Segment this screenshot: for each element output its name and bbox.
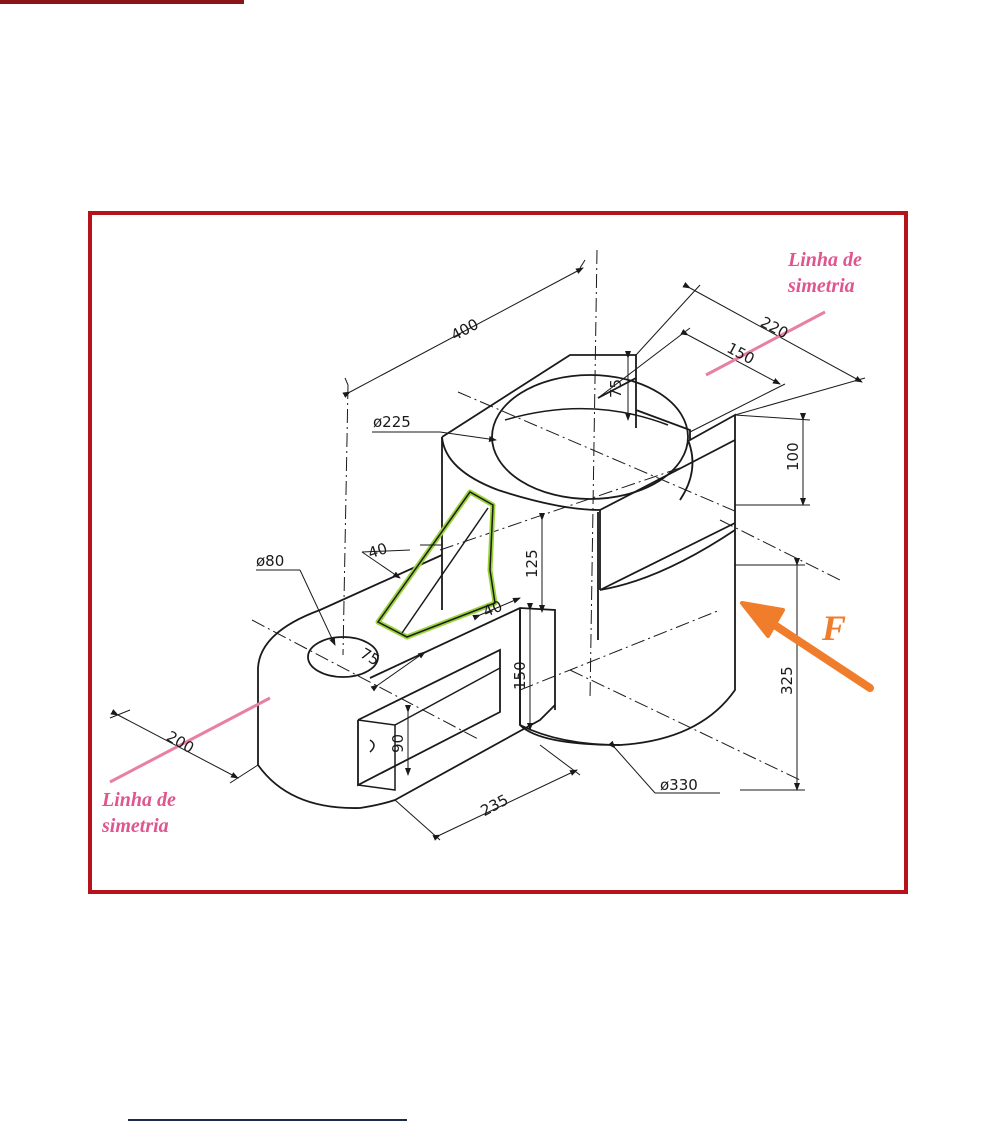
- dim-75-bottom: 75: [357, 644, 383, 669]
- dim-400: 400: [448, 315, 482, 344]
- dim-325: 325: [778, 666, 796, 695]
- symmetry-label-top-line1: Linha de: [787, 249, 862, 271]
- force-label: F: [821, 608, 846, 648]
- force-arrow: [742, 603, 870, 688]
- center-lines: [252, 250, 840, 780]
- dim-150-side: 150: [511, 661, 529, 690]
- dim-75-top: 75: [607, 379, 625, 398]
- symmetry-label-bottom-line1: Linha de: [101, 789, 176, 811]
- rib: [378, 492, 495, 637]
- dim-dia-330: ø330: [660, 776, 698, 794]
- dim-100: 100: [784, 442, 802, 471]
- dim-dia-80: ø80: [256, 552, 284, 570]
- dim-40-left: 40: [366, 539, 390, 562]
- symmetry-label-bottom-line2: simetria: [101, 815, 169, 837]
- dim-125: 125: [523, 549, 541, 578]
- dimension-lines: [110, 260, 865, 840]
- symmetry-label-top-line2: simetria: [787, 275, 855, 297]
- dim-dia-225: ø225: [373, 413, 411, 431]
- main-cylinder: [442, 355, 735, 745]
- dim-90: 90: [389, 734, 407, 753]
- dim-235: 235: [478, 791, 512, 820]
